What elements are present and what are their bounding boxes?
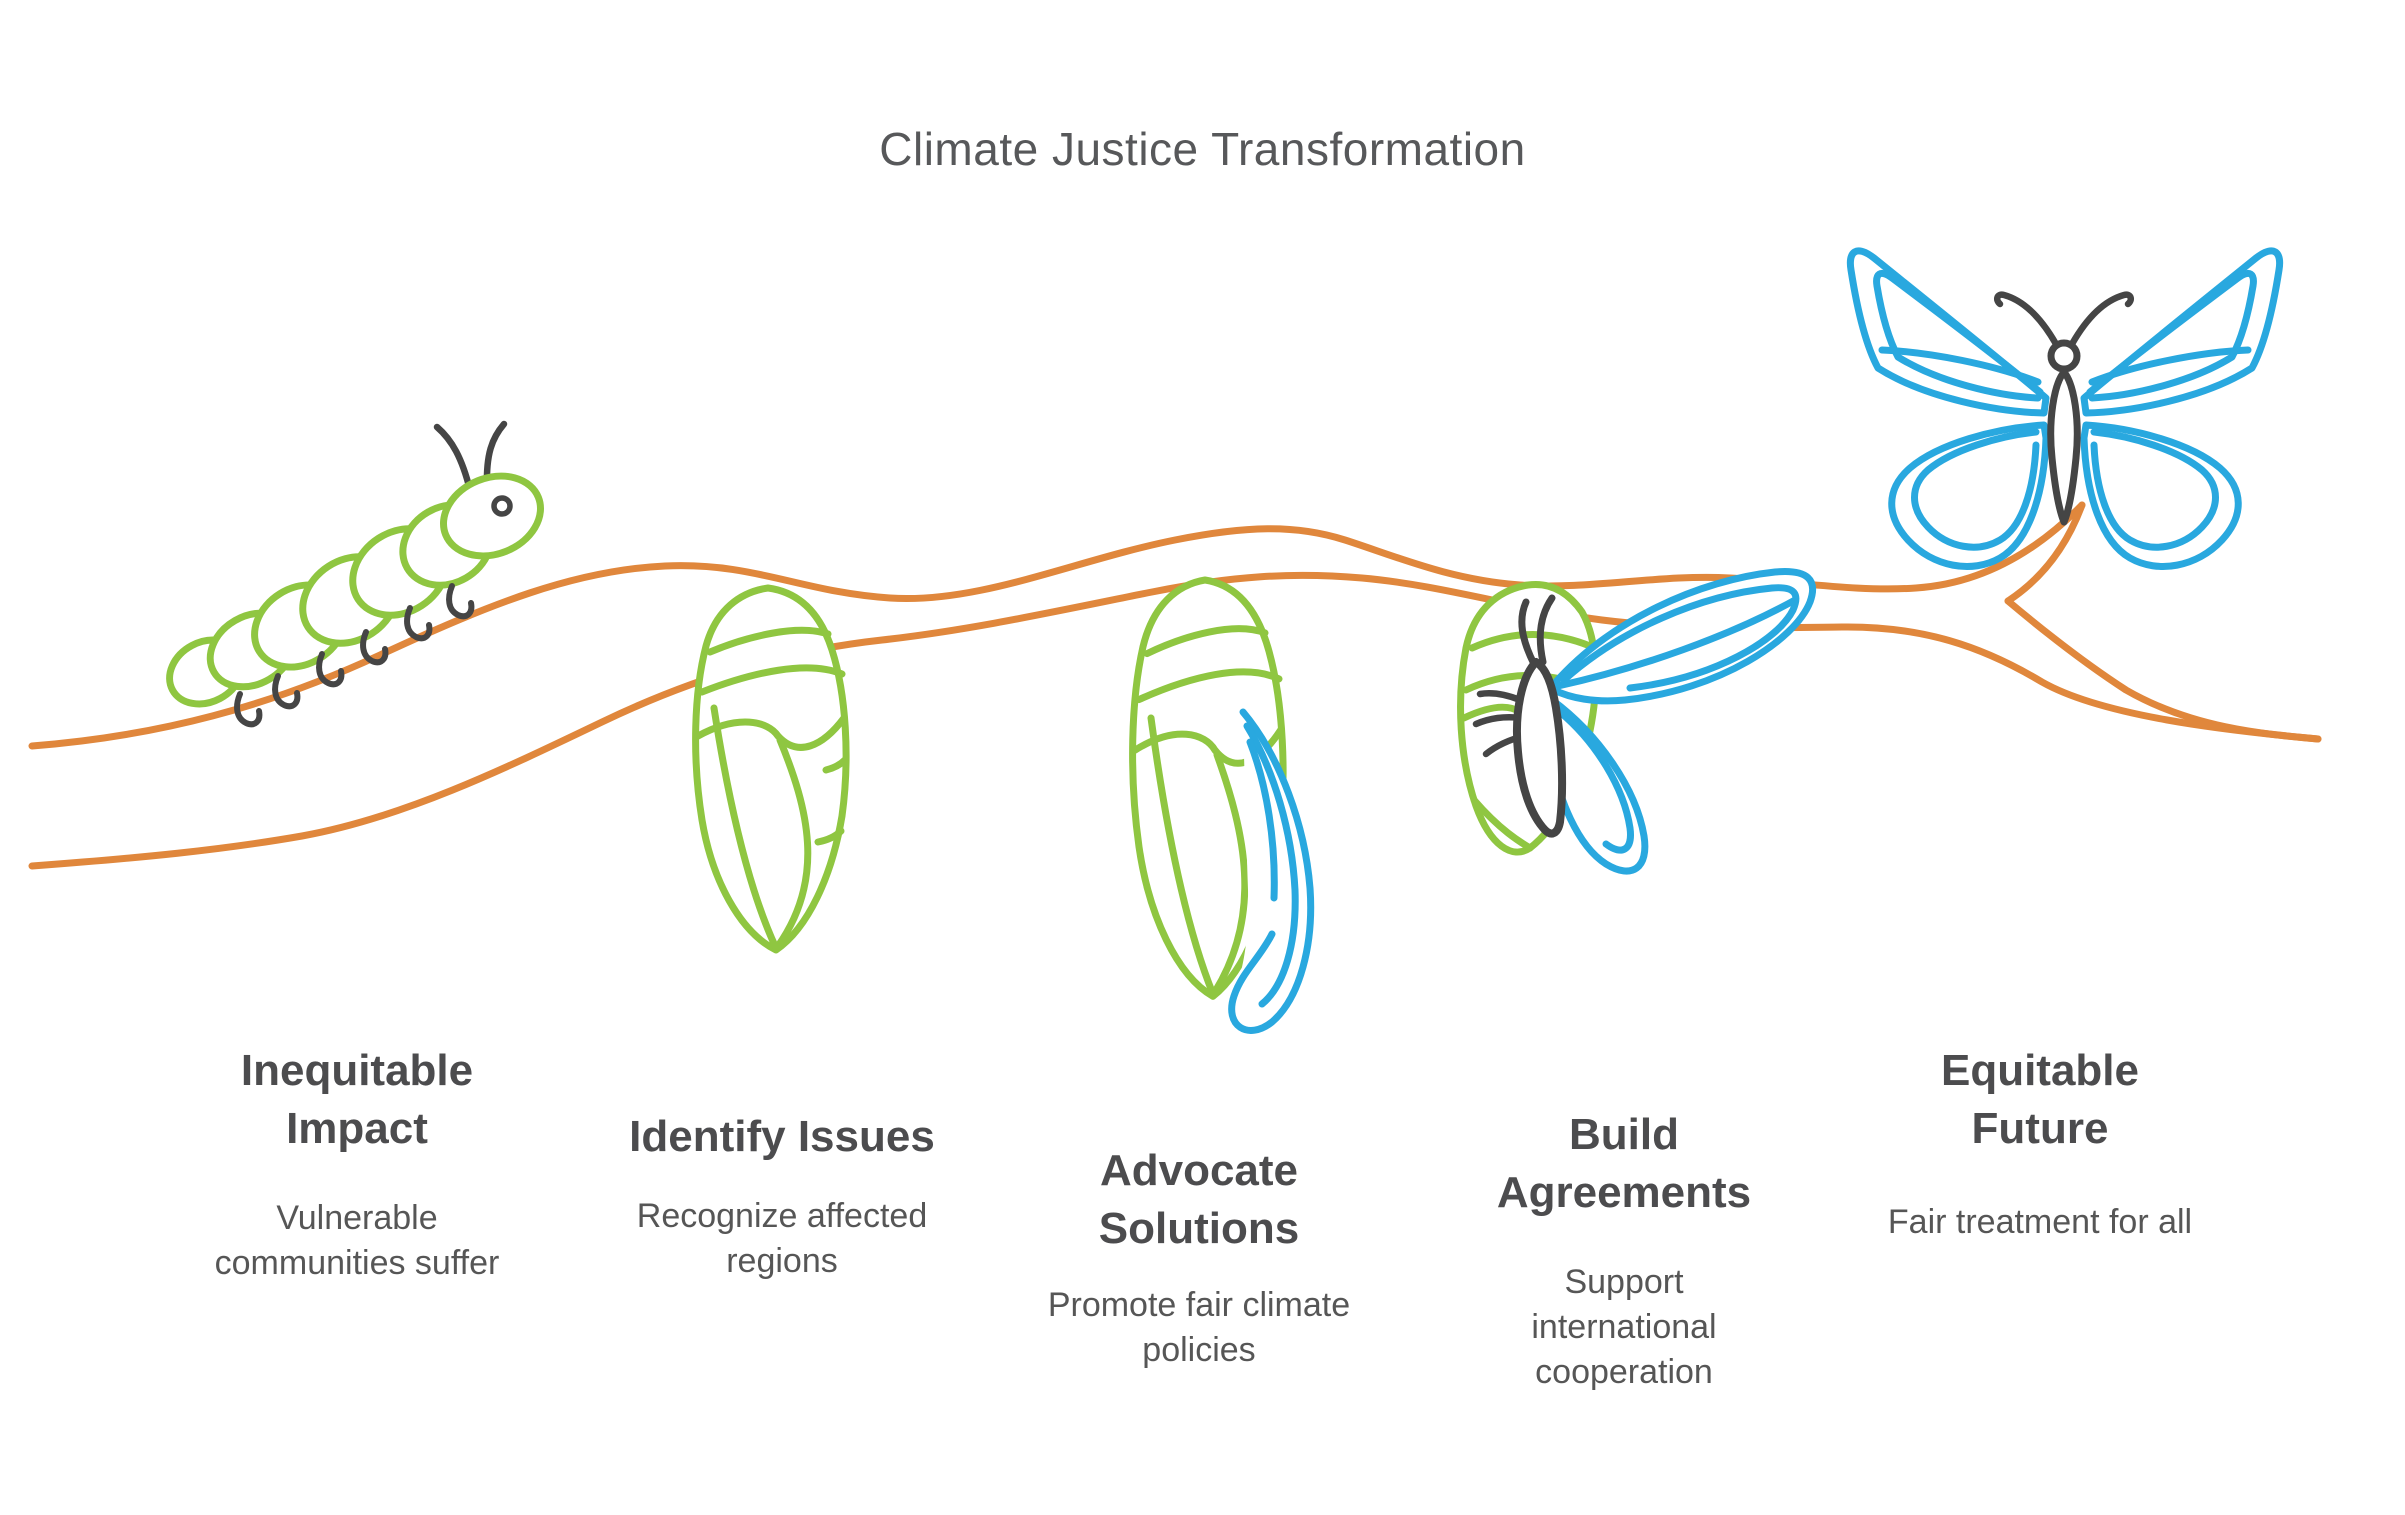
stage-4-title: Build Agreements [1496,1110,1752,1217]
stage-5-description: Fair treatment for all [1887,1203,2193,1241]
stage-3-title: Advocate Solutions [1098,1146,1300,1253]
stage-1-description: Vulnerable communities suffer [214,1199,500,1282]
stage-1-title: Inequitable Impact [240,1046,474,1153]
butterfly-icon [1846,247,2284,570]
branch-fork-inner-edge [2004,501,2086,605]
stage-3-description: Promote fair climate policies [1047,1286,1351,1369]
stage-2-title: Identify Issues [629,1112,935,1161]
stage-4-description: Support international cooperation [1531,1263,1717,1391]
caterpillar-eye [491,495,513,517]
page-title: Climate Justice Transformation [879,123,1526,175]
chrysalis-icon [696,588,846,950]
stage-2-description: Recognize affected regions [636,1197,928,1280]
butterfly-emerging-icon [1457,568,1817,875]
stage-5-title: Equitable Future [1940,1046,2140,1153]
caterpillar-head [440,472,544,560]
emerging-butterfly-body [1472,594,1567,838]
butterfly-body [1994,291,2134,526]
butterfly-wings [1846,247,2284,570]
chrysalis-emerging-icon [1133,580,1315,1034]
emerging-wing [1228,708,1315,1034]
emerging-butterfly-wings [1546,568,1817,875]
caterpillar-icon [166,420,544,724]
